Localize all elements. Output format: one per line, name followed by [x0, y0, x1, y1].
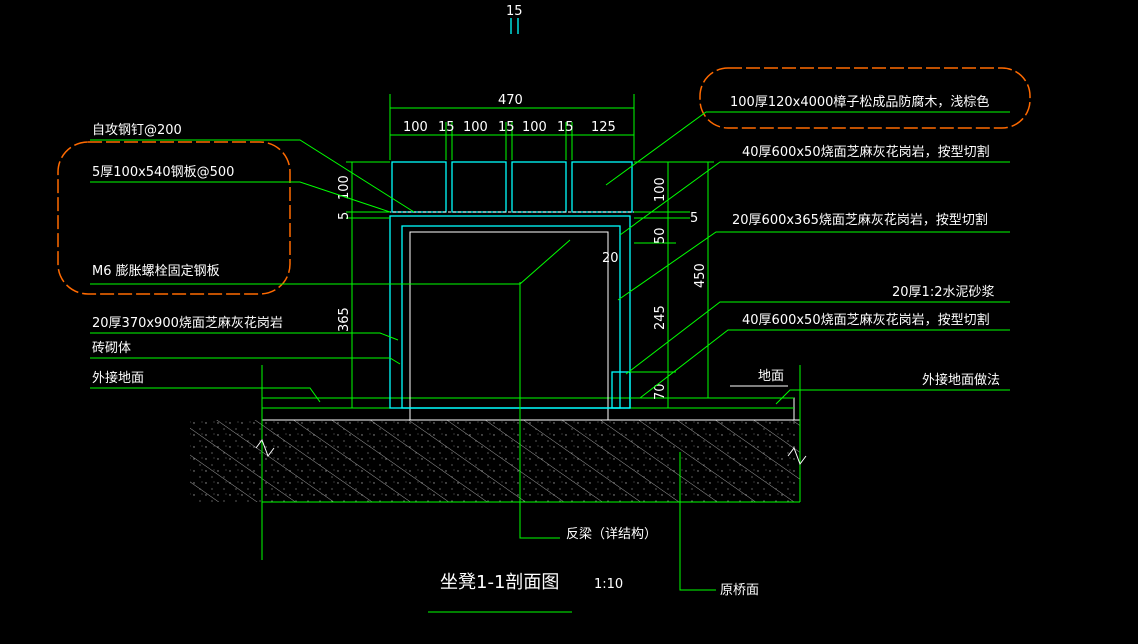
drawing-title: 坐凳1-1剖面图: [440, 572, 559, 593]
label-timber: 100厚120x4000樟子松成品防腐木，浅棕色: [730, 94, 989, 110]
granite-cladding-inner: [401, 225, 621, 409]
label-granite-600-top: 40厚600x50烧面芝麻灰花岗岩，按型切割: [742, 144, 990, 160]
timber-slat-1: [391, 161, 447, 213]
drawing-scale: 1:10: [594, 577, 623, 592]
timber-slat-3: [511, 161, 567, 213]
dim-right-20: 20: [602, 251, 619, 266]
dim-right-50: 50: [653, 227, 668, 244]
dim-right-70: 70: [653, 383, 668, 400]
dim-left-5: 5: [337, 212, 352, 220]
leader-screw: [90, 139, 415, 213]
label-bolt: M6 膨胀螺栓固定钢板: [92, 264, 220, 279]
leader-bridge-surface: [679, 452, 716, 591]
dim-right-100: 100: [653, 177, 668, 202]
label-beam: 反梁（详结构）: [566, 527, 657, 542]
dim-part-7: 125: [591, 120, 616, 135]
dim-part-2: 15: [438, 120, 455, 135]
beam-core: [409, 231, 609, 421]
dim-right-5: 5: [690, 211, 698, 226]
break-mark-right: [787, 446, 807, 466]
leader-masonry: [90, 357, 401, 365]
label-screw: 自攻钢钉@200: [92, 123, 182, 138]
leader-granite-365: [617, 231, 1010, 301]
break-mark-left: [255, 438, 275, 458]
sheet-number: 15: [506, 4, 523, 19]
dim-left-100: 100: [337, 175, 352, 200]
leader-granite-600-bottom: [639, 329, 1010, 399]
leader-granite-600-top: [619, 161, 1010, 236]
leader-beam: [519, 282, 560, 539]
leader-timber: [605, 111, 1010, 186]
dim-part-6: 15: [557, 120, 574, 135]
label-outer-ground-left: 外接地面: [92, 370, 144, 386]
label-bridge-surface: 原桥面: [720, 583, 759, 598]
ground-slab: [261, 397, 795, 421]
leader-steel-plate: [90, 181, 391, 213]
dim-right-450: 450: [693, 263, 708, 288]
revision-cloud-right: [699, 67, 1031, 129]
revision-cloud-left: [57, 141, 291, 295]
dim-left-365: 365: [337, 307, 352, 332]
label-steel-plate: 5厚100x540钢板@500: [92, 165, 234, 180]
granite-base-strip: [611, 371, 631, 409]
label-ground: 地面: [758, 369, 784, 384]
timber-slat-2: [451, 161, 507, 213]
label-outer-ground-right: 外接地面做法: [922, 372, 1000, 388]
leader-outer-ground-right: [775, 389, 1010, 405]
dim-total-width: 470: [498, 93, 523, 108]
soil-speck: [190, 420, 800, 502]
leader-outer-ground-left: [90, 387, 321, 403]
dim-part-4: 15: [498, 120, 515, 135]
leader-mortar: [625, 301, 1010, 375]
leader-granite-370: [90, 332, 399, 341]
label-masonry: 砖砌体: [92, 341, 131, 356]
label-mortar: 20厚1:2水泥砂浆: [892, 285, 994, 300]
dim-part-5: 100: [522, 120, 547, 135]
label-granite-600-bottom: 40厚600x50烧面芝麻灰花岗岩，按型切割: [742, 312, 990, 328]
dim-part-1: 100: [403, 120, 428, 135]
dim-right-245: 245: [653, 305, 668, 330]
timber-slat-4: [571, 161, 633, 213]
label-granite-370: 20厚370x900烧面芝麻灰花岗岩: [92, 315, 283, 331]
granite-cladding-outer: [389, 215, 631, 409]
label-granite-365: 20厚600x365烧面芝麻灰花岗岩，按型切割: [732, 212, 988, 228]
dim-part-3: 100: [463, 120, 488, 135]
